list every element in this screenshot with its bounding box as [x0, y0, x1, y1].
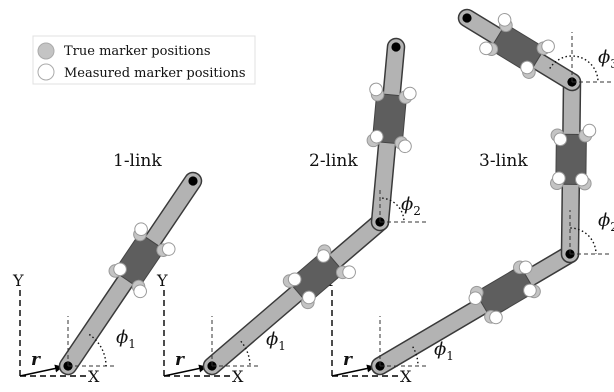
- angle-arc: [570, 227, 597, 255]
- angle-subscript: 3: [610, 57, 614, 71]
- angle-label-phi-3: ϕ3: [598, 47, 614, 71]
- angle-arc: [240, 340, 251, 367]
- measured-marker: [369, 82, 383, 97]
- angle-subscript: 1: [128, 337, 136, 351]
- angle-subscript: 2: [413, 204, 421, 218]
- link-shape: [366, 37, 417, 232]
- link-shape: [550, 72, 597, 264]
- panel-2-end-dot: [391, 42, 401, 52]
- angle-arc: [412, 346, 419, 367]
- measured-marker: [398, 139, 412, 154]
- measured-marker: [575, 172, 589, 187]
- angle-arc: [549, 55, 599, 83]
- link-shape: [58, 171, 203, 376]
- panel-2-angle-2: ϕ2: [379, 188, 426, 223]
- angle-subscript: 1: [278, 339, 286, 353]
- panel-3-link-3: [457, 8, 582, 92]
- x-axis-label: X: [232, 367, 244, 386]
- angle-subscript: 1: [446, 349, 454, 363]
- measured-marker: [287, 272, 302, 287]
- measured-marker: [113, 262, 127, 277]
- x-axis-label: X: [88, 367, 100, 386]
- angle-label-phi-2: ϕ2: [598, 210, 614, 234]
- y-axis-label: Y: [156, 271, 168, 290]
- angle-label-phi-2: ϕ2: [401, 194, 421, 218]
- measured-marker: [133, 284, 147, 299]
- link-shape: [202, 212, 390, 376]
- measured-marker: [520, 60, 534, 75]
- x-axis-label: X: [400, 367, 412, 386]
- legend-box: [32, 35, 256, 85]
- measured-marker-legend-label: Measured marker positions: [64, 66, 246, 81]
- angle-label-phi-1: ϕ1: [116, 327, 136, 351]
- panel-title-3-link: 3-link: [479, 151, 528, 171]
- measured-marker: [403, 86, 417, 101]
- measured-marker: [582, 123, 597, 138]
- panel-title-2-link: 2-link: [309, 151, 358, 171]
- link-body: [475, 266, 535, 318]
- measured-marker-legend-icon: [37, 63, 55, 81]
- coordinate-frame-3: YXr: [324, 271, 412, 386]
- panel-title-1-link: 1-link: [113, 151, 162, 171]
- panel-2-link-2: [366, 37, 417, 232]
- measured-marker: [523, 283, 537, 298]
- angle-label-phi-1: ϕ1: [434, 339, 454, 363]
- r-vector-label: r: [175, 350, 185, 370]
- coordinate-frame-1: Y Xr: [12, 271, 100, 386]
- panel-3-angle-3: ϕ3: [549, 32, 614, 83]
- panel-3-link-2: [550, 72, 597, 264]
- measured-marker: [541, 39, 555, 54]
- angle-label-phi-1: ϕ1: [266, 329, 286, 353]
- measured-marker: [316, 249, 331, 263]
- coordinate-frame-2: Y Xr: [156, 271, 244, 386]
- measured-marker: [553, 132, 568, 147]
- panel-3-link-1: [370, 244, 580, 376]
- measured-marker: [518, 260, 533, 275]
- link-rod: [370, 244, 580, 376]
- r-vector-arrow: [19, 364, 63, 377]
- legend: True marker positions Measured marker po…: [32, 35, 256, 85]
- true-marker-legend-label: True marker positions: [64, 44, 211, 59]
- true-marker-legend-icon: [37, 42, 55, 60]
- panel-1-end-dot: [188, 176, 198, 186]
- measured-marker: [369, 129, 384, 144]
- link-shape: [457, 8, 582, 92]
- link-body: [372, 93, 407, 145]
- link-rod: [202, 212, 390, 376]
- measured-marker: [497, 13, 512, 27]
- angle-subscript: 2: [610, 220, 614, 234]
- panel-3-angle-2: ϕ2: [569, 210, 614, 255]
- r-vector-label: r: [343, 350, 353, 370]
- panel-3-end-dot: [462, 13, 472, 23]
- measured-marker: [479, 41, 493, 56]
- link-body: [288, 250, 344, 303]
- measured-marker: [552, 171, 566, 186]
- r-vector-label: r: [31, 350, 41, 370]
- measured-marker: [468, 291, 483, 305]
- measured-marker: [342, 265, 356, 279]
- measured-marker: [302, 290, 316, 305]
- measured-marker: [134, 222, 148, 237]
- links-layer: [58, 8, 597, 376]
- link-body: [490, 24, 545, 73]
- panel-1-link-1: [58, 171, 203, 376]
- r-vector-arrow: [331, 364, 375, 377]
- r-vector-arrow: [163, 364, 207, 377]
- link-body: [555, 133, 587, 186]
- link-shape: [370, 244, 580, 376]
- link-body: [114, 233, 164, 288]
- measured-marker: [489, 310, 503, 325]
- axes-layer: YXrYXrYXr: [12, 271, 412, 386]
- measured-marker: [161, 242, 176, 256]
- y-axis-label: Y: [12, 271, 24, 290]
- panel-2-link-1: [202, 212, 390, 376]
